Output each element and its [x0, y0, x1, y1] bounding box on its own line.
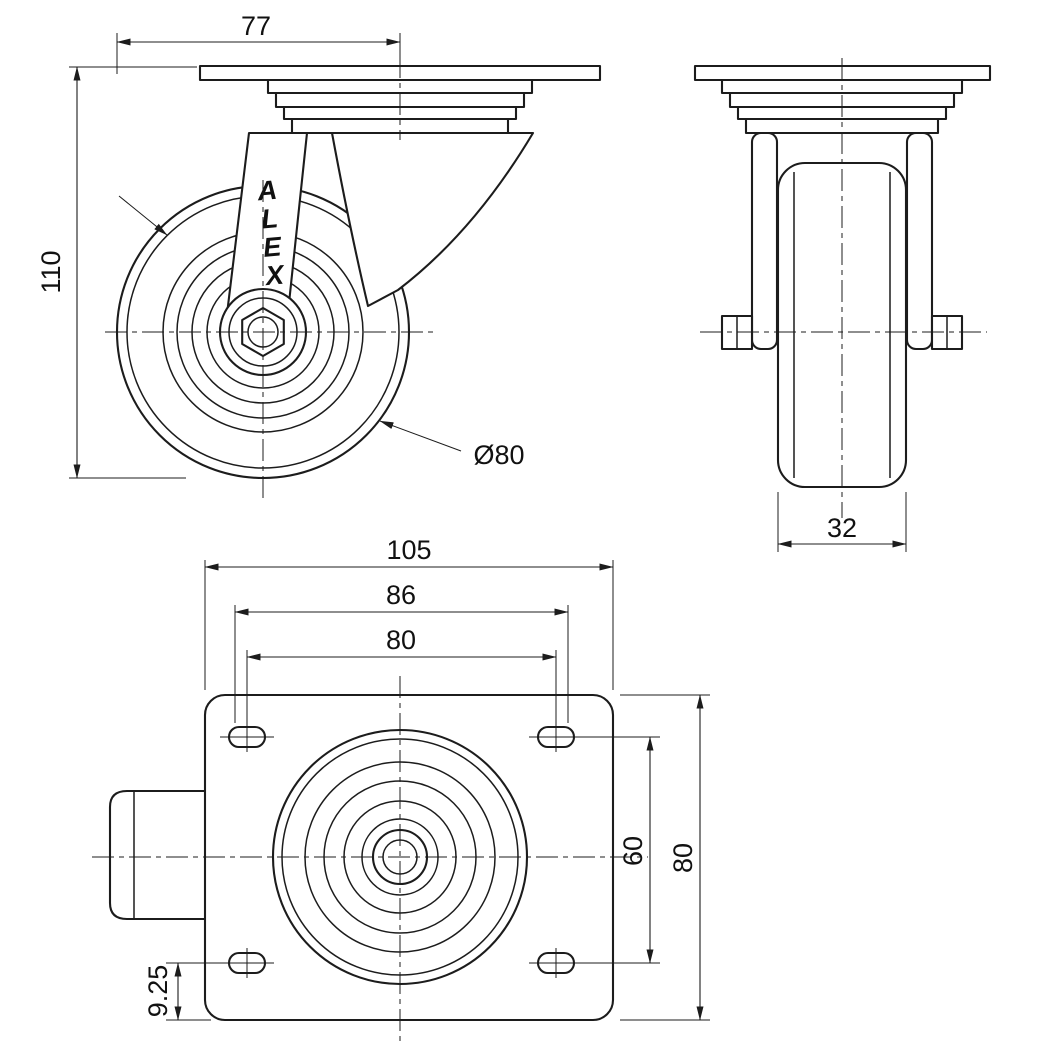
side-view: ALEX 77 110 Ø [36, 11, 602, 503]
tread-leader-line [118, 195, 168, 236]
dim-plate-width-80: 80 [620, 694, 710, 1021]
dim-wheel-width-32: 32 [777, 492, 907, 552]
dim-wheel-diameter: Ø80 [379, 420, 525, 470]
bolt-slots [220, 722, 583, 978]
fork-leg [905, 131, 934, 351]
dim-slot-span-86: 86 [234, 580, 569, 723]
dim-offset-77: 77 [116, 11, 401, 74]
wheel-protrusion [108, 789, 206, 921]
fork-leg [750, 131, 779, 351]
dim-925-text: 9.25 [143, 965, 173, 1018]
dim-80v-text: 80 [668, 843, 698, 873]
brand-text: ALEX [255, 175, 287, 292]
dim-hole-spacing-80: 80 [246, 625, 557, 723]
front-view: 32 [693, 58, 992, 552]
dim-row-spacing-60: 60 [578, 736, 660, 964]
dim-80-text: 80 [386, 625, 416, 655]
dim-32-text: 32 [827, 513, 857, 543]
dim-60-text: 60 [618, 836, 648, 866]
wheel-diameter-text: Ø80 [473, 440, 524, 470]
plan-view: 105 86 80 60 80 [92, 535, 710, 1042]
dim-105-text: 105 [386, 535, 431, 565]
fork-arm [330, 131, 535, 308]
leader-line [379, 420, 462, 452]
dim-77-text: 77 [241, 11, 271, 41]
dim-110-text: 110 [36, 250, 66, 293]
dim-edge-offset-925: 9.25 [143, 962, 226, 1021]
dim-plate-length-105: 105 [204, 535, 614, 690]
dim-86-text: 86 [386, 580, 416, 610]
dim-height-110: 110 [36, 66, 197, 479]
